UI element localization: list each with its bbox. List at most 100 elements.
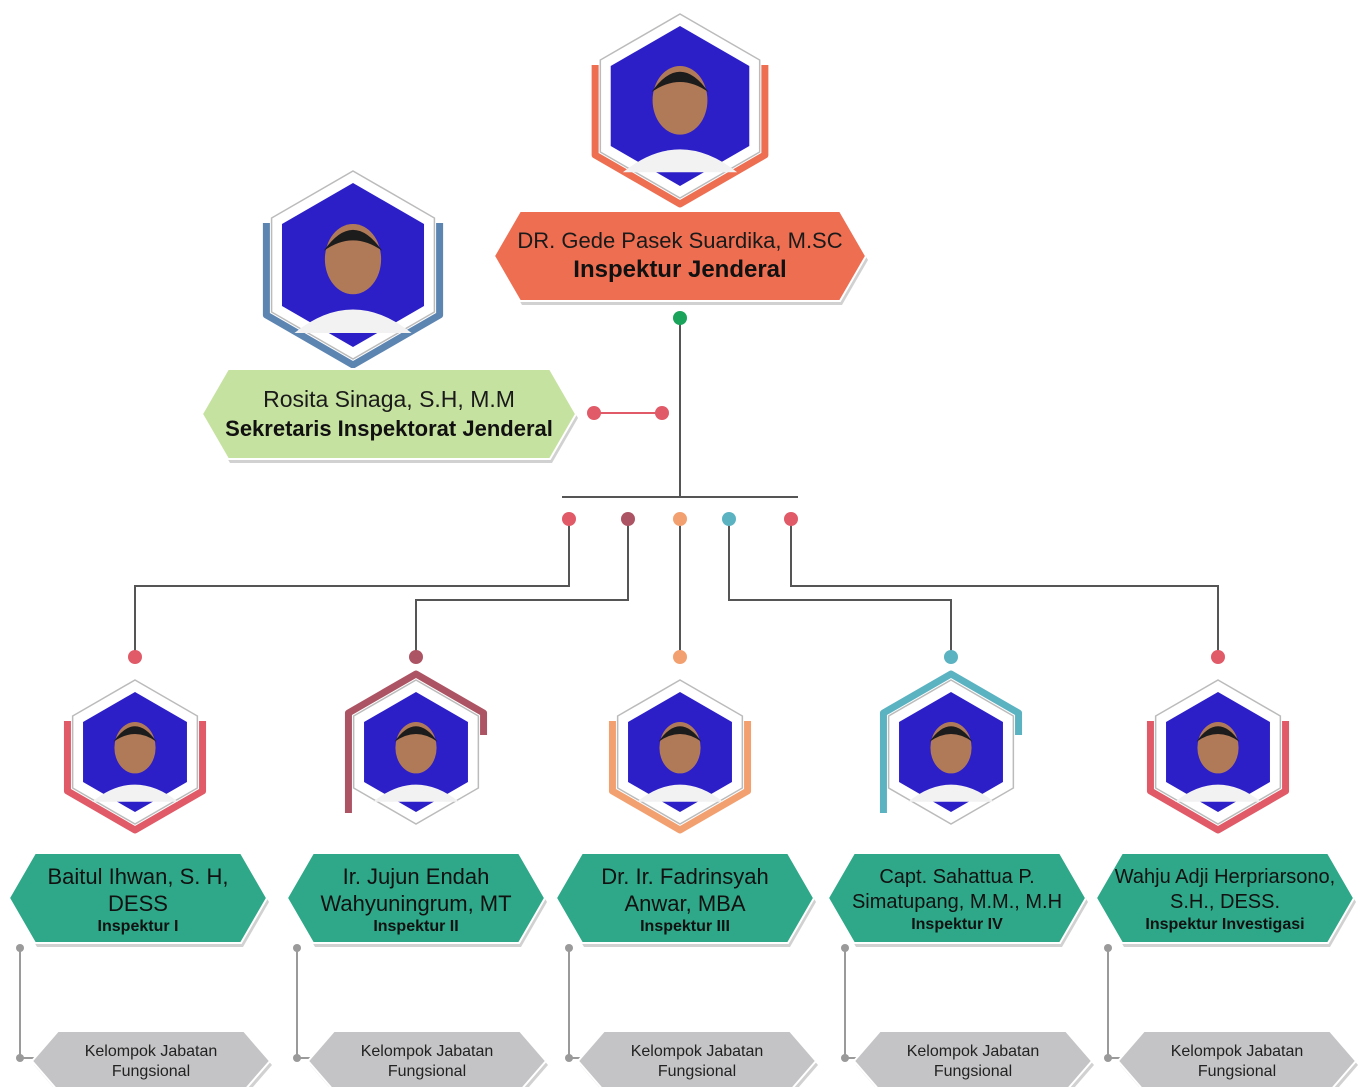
inspector-4-person-body: [908, 784, 994, 802]
inspector-name-line2: Simatupang, M.M., M.H: [851, 890, 1063, 913]
inspector-5-portrait: [1146, 679, 1290, 834]
inspector-label-box: [285, 852, 547, 944]
inspector-name-line2: S.H., DESS.: [1169, 890, 1281, 913]
functional-dot-top: [293, 944, 301, 952]
functional-line1: Kelompok Jabatan: [360, 1043, 494, 1060]
inspector-name-line1: Dr. Ir. Fadrinsyah: [601, 863, 769, 889]
inspector-label-box: [7, 852, 269, 944]
inspector-name-line1: Ir. Jujun Endah: [342, 863, 490, 889]
functional-connector: [296, 948, 311, 1059]
functional-units: [30, 1030, 1358, 1087]
functional-line1: Kelompok Jabatan: [1170, 1043, 1304, 1060]
inspector-role: Inspektur Investigasi: [1145, 915, 1305, 933]
inspector-label: Wahju Adji Herpriarsono,S.H., DESS.Inspe…: [1100, 856, 1350, 942]
branch-dot: [722, 512, 736, 526]
functional-line2: Fungsional: [933, 1063, 1013, 1080]
inspector-name-line2: Anwar, MBA: [624, 890, 746, 916]
top-person-hair: [651, 71, 709, 93]
top-label-box: [492, 210, 868, 302]
branch-dot: [621, 512, 635, 526]
inspector-3-portrait: [608, 679, 752, 834]
inspector-label-box: [1094, 852, 1356, 944]
inspector-role: Inspektur II: [373, 917, 459, 935]
inspector-role: Inspektur I: [97, 917, 179, 935]
top-unit: [492, 13, 868, 305]
top-dot: [673, 311, 687, 325]
secretary-label: Rosita Sinaga, S.H, M.M Sekretaris Inspe…: [203, 370, 575, 458]
unit-dot: [409, 650, 423, 664]
inspector-name-line1: Capt. Sahattua P.: [879, 865, 1035, 888]
inspector-2-person-hair: [394, 726, 438, 742]
functional-dot-bottom: [1104, 1054, 1112, 1062]
functional-dot-top: [841, 944, 849, 952]
functional-line2: Fungsional: [1197, 1063, 1277, 1080]
unit-dot: [673, 650, 687, 664]
functional-line1: Kelompok Jabatan: [630, 1043, 764, 1060]
functional-line2: Fungsional: [111, 1063, 191, 1080]
branch-dot: [562, 512, 576, 526]
inspector-4-frame-accent: [879, 670, 1023, 813]
inspector-4-person-hair: [929, 726, 973, 742]
inspector-3-person-hair: [658, 726, 702, 742]
top-role: Inspektur Jenderal: [573, 256, 787, 283]
inspector-label-box: [826, 852, 1088, 944]
functional-line1: Kelompok Jabatan: [84, 1043, 218, 1060]
secretary-frame-accent: [262, 223, 444, 369]
secretary-dot-right: [655, 406, 669, 420]
functional-dot-top: [1104, 944, 1112, 952]
functional-connector: [19, 948, 34, 1059]
inspector-5-person-hair: [1196, 726, 1240, 742]
top-name: DR. Gede Pasek Suardika, M.SC: [517, 228, 843, 253]
unit-dot: [1211, 650, 1225, 664]
inspector-name-line2: DESS: [108, 890, 168, 916]
secretary-label-box: [200, 368, 578, 460]
inspector-1-portrait: [63, 679, 207, 834]
functional-connector: [844, 948, 859, 1059]
functional-dot-top: [565, 944, 573, 952]
functional-box: [306, 1030, 548, 1087]
secretary-portrait: [262, 170, 444, 369]
secretary-dot-left: [587, 406, 601, 420]
inspector-label-box: [554, 852, 816, 944]
functional-box: [30, 1030, 272, 1087]
functional-connector: [568, 948, 583, 1059]
functional-dot-bottom: [16, 1054, 24, 1062]
branch-dot: [784, 512, 798, 526]
inspector-name-line1: Baitul Ihwan, S. H,: [47, 863, 229, 889]
functional-box: [852, 1030, 1094, 1087]
inspector-4-portrait: [879, 670, 1023, 825]
inspector-3-person-body: [637, 784, 723, 802]
functional-line2: Fungsional: [657, 1063, 737, 1080]
secretary-person-body: [294, 309, 412, 333]
branch-dot: [673, 512, 687, 526]
top-person-body: [622, 149, 738, 173]
inspector-2-frame-accent: [344, 670, 488, 813]
functional-dot-bottom: [841, 1054, 849, 1062]
inspector-3-frame-accent: [608, 721, 752, 834]
top-portrait: [591, 13, 769, 208]
inspector-2-person-body: [373, 784, 459, 802]
functional-box: [1116, 1030, 1358, 1087]
functional-connector: [1107, 948, 1122, 1059]
inspector-2-portrait: [344, 670, 488, 825]
functional-dot-bottom: [565, 1054, 573, 1062]
functional-dot-top: [16, 944, 24, 952]
functional-box: [576, 1030, 818, 1087]
secretary-unit: [200, 170, 578, 463]
inspector-1-person-hair: [113, 726, 157, 742]
inspector-role: Inspektur III: [640, 917, 730, 935]
unit-dot: [128, 650, 142, 664]
inspector-name-line2: Wahyuningrum, MT: [320, 890, 512, 916]
inspector-5-frame-accent: [1146, 721, 1290, 834]
functional-line1: Kelompok Jabatan: [906, 1043, 1040, 1060]
